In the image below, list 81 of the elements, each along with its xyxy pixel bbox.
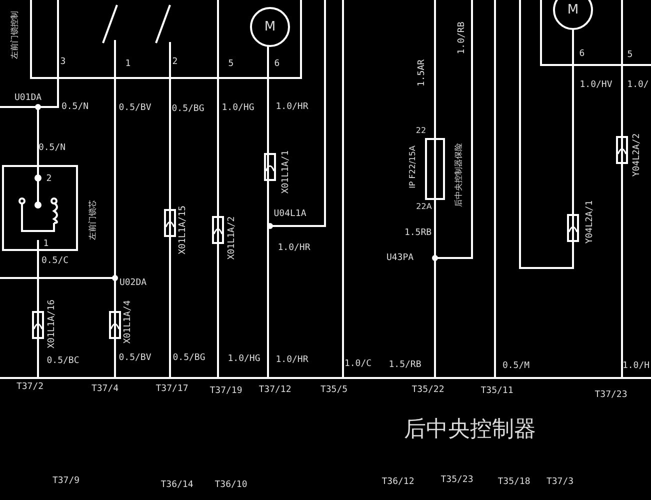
- connector-label: X01L1A/4: [123, 300, 133, 344]
- terminal-label: T37/17: [156, 384, 188, 394]
- wire: [621, 66, 623, 377]
- connector-label: X01L1A/2: [227, 216, 237, 260]
- component-name: 后中央控制器保险: [454, 143, 464, 207]
- wire-code-label: 1.0/: [627, 80, 649, 90]
- control-module-box: [540, 0, 651, 66]
- terminal-label: T36/14: [160, 480, 194, 490]
- terminal-label: T36/10: [214, 480, 248, 490]
- door-lock-switch-box: [2, 165, 78, 251]
- terminal-label: T35/22: [412, 385, 444, 395]
- wire-code-label: 1.0/HG: [222, 103, 254, 113]
- wire: [217, 79, 219, 377]
- wire: [169, 79, 171, 377]
- terminal-label: T37/23: [594, 390, 628, 400]
- pin-number: 1: [43, 239, 49, 249]
- wire-code-label: 1.0/HR: [276, 355, 308, 365]
- component-name: 左前门锁芯: [88, 200, 98, 240]
- wire-code-label: 0.5/BV: [118, 353, 152, 363]
- pin-number: 6: [579, 49, 585, 59]
- splice-label: U01DA: [14, 93, 42, 103]
- wire: [37, 251, 39, 377]
- motor-symbol: [553, 0, 593, 30]
- terminal-label: T35/18: [498, 477, 530, 487]
- wire-code-label: 0.5/BC: [46, 356, 80, 366]
- component-name: 左前门锁控制: [10, 11, 20, 59]
- pin-number: 2: [172, 57, 178, 67]
- terminal-label: T37/12: [258, 385, 292, 395]
- connector-label: X01L1A/15: [178, 206, 188, 254]
- wire: [342, 0, 344, 377]
- wire-code-label: 1.0/H: [622, 361, 650, 371]
- terminal-label: T35/23: [440, 475, 474, 485]
- wire-code-label: 1.5/RB: [388, 360, 422, 370]
- wire-code-label: 1.0/HR: [276, 102, 308, 112]
- connector-label: Y04L2A/2: [632, 133, 642, 177]
- motor-letter: M: [264, 20, 276, 34]
- pin-number: 5: [228, 59, 234, 69]
- wire-code-label: 0.5/C: [41, 256, 69, 266]
- fuse-rating-label: IP F22/15A: [408, 146, 418, 188]
- splice-label: U04L1A: [274, 209, 306, 219]
- pin-number: 3: [60, 57, 66, 67]
- connector-label: X01L1A/1: [281, 150, 291, 194]
- wire-code-label: 0.5/BG: [172, 104, 204, 114]
- terminal-label: T37/9: [52, 476, 80, 486]
- motor-letter: M: [567, 2, 579, 18]
- splice-label: U43PA: [386, 253, 414, 263]
- terminal-label: T36/12: [382, 477, 414, 487]
- terminal-label: T37/4: [91, 384, 119, 394]
- controller-title: 后中央控制器: [404, 418, 536, 442]
- wire-code-label: 1.0/HR: [278, 243, 310, 253]
- wire-code-label: 0.5/M: [502, 361, 530, 371]
- motor-symbol: [250, 7, 290, 47]
- wire-code-label: 1.5RB: [404, 228, 432, 238]
- wire: [434, 0, 436, 138]
- pin-number: 5: [627, 50, 633, 60]
- terminal-label: T37/19: [210, 386, 242, 396]
- wire-code-label: 1.0/HG: [228, 354, 260, 364]
- wire-code-label: 0.5/BV: [118, 103, 152, 113]
- wire: [494, 0, 496, 377]
- wire-code-label: 0.5/BG: [172, 353, 206, 363]
- pin-number: 1: [125, 59, 131, 69]
- pin-number: 22A: [416, 202, 432, 212]
- wire: [519, 0, 574, 269]
- control-module-box: [30, 0, 302, 79]
- splice-label: U02DA: [119, 278, 147, 288]
- pin-number: 6: [274, 59, 280, 69]
- wire-code-label: 1.0/C: [344, 359, 372, 369]
- terminal-label: T37/3: [546, 477, 574, 487]
- fuse-symbol: [425, 138, 445, 200]
- wire-code-label: 0.5/N: [38, 143, 66, 153]
- pin-number: 2: [46, 174, 52, 184]
- terminal-label: T35/5: [320, 385, 348, 395]
- wire-code-label: 1.5AR: [417, 59, 427, 87]
- connector-label: X01L1A/16: [47, 300, 57, 348]
- pin-number: 22: [416, 126, 426, 136]
- wire-code-label: 0.5/N: [61, 102, 89, 112]
- terminal-label: T37/2: [16, 382, 44, 392]
- wire-code-label: 1.0/RB: [457, 22, 467, 54]
- wire-code-label: 1.0/HV: [580, 80, 612, 90]
- connector-label: Y04L2A/1: [585, 200, 595, 244]
- terminal-label: T35/11: [480, 386, 514, 396]
